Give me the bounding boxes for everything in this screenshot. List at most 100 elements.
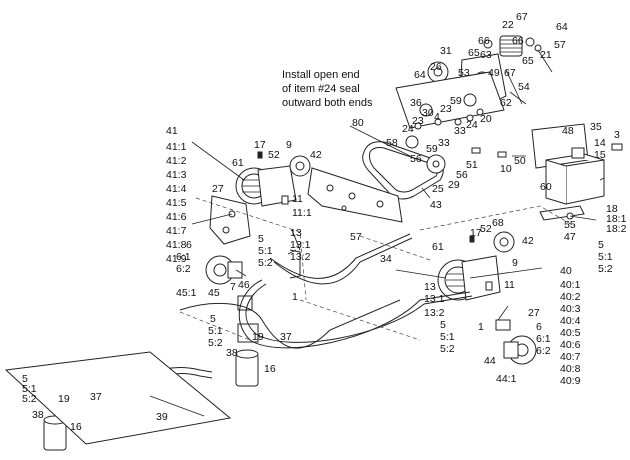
callout: 10 <box>500 163 512 175</box>
callout: 5:2 <box>208 337 223 349</box>
callout: 17 <box>254 139 266 151</box>
callout: 18 <box>606 203 618 215</box>
callout: 58 <box>386 137 398 149</box>
callout: 37 <box>90 391 102 403</box>
callout: 43 <box>430 199 442 211</box>
drive-belt <box>362 135 446 200</box>
callout: 13:2 <box>290 251 311 263</box>
callout: 1 <box>292 291 298 303</box>
callout: 13:1 <box>290 239 311 251</box>
leader-lines <box>149 49 605 417</box>
callout: 1 <box>478 321 484 333</box>
callout: 46 <box>238 279 250 291</box>
callout: 50 <box>514 155 526 167</box>
callout: 18:2 <box>606 223 627 235</box>
callout: 68 <box>492 217 504 229</box>
callout: 5:1 <box>440 331 455 343</box>
callout: 24 <box>466 119 478 131</box>
callout: 21 <box>540 49 552 61</box>
callout: 61 <box>432 241 444 253</box>
callout: 36 <box>410 97 422 109</box>
callout: 6:2 <box>176 263 191 275</box>
callout: 41:4 <box>166 183 187 195</box>
hydraulic-pump-right <box>495 319 537 365</box>
battery-assembly <box>531 123 623 221</box>
callout: 3 <box>614 129 620 141</box>
callout: 57 <box>554 39 566 51</box>
callout: 5 <box>440 319 446 331</box>
callout: 17 <box>470 227 482 239</box>
callout: 67 <box>516 11 528 23</box>
callout: 40:6 <box>560 339 581 351</box>
mount-bracket <box>307 167 403 223</box>
callout: 52 <box>480 223 492 235</box>
callout: 33 <box>454 125 466 137</box>
callout: 5 <box>210 313 216 325</box>
callout: 44:1 <box>496 373 517 385</box>
callout: 41:1 <box>166 141 187 153</box>
callout: 29 <box>448 179 460 191</box>
callout: 9 <box>512 257 518 269</box>
callout: 66 <box>478 35 490 47</box>
callout: 40:9 <box>560 375 581 387</box>
callout: 51 <box>466 159 478 171</box>
callout: 55 <box>564 219 576 231</box>
callout: 33 <box>438 137 450 149</box>
callout: 60 <box>540 181 552 193</box>
install-note: Install open end of item #24 seal outwar… <box>282 69 373 109</box>
callout: 64 <box>556 21 568 33</box>
callout: 30 <box>422 107 434 119</box>
callout: 5:1 <box>258 245 273 257</box>
callout: 11:1 <box>292 207 312 219</box>
callout: 45 <box>208 287 220 299</box>
callout: 41:7 <box>166 225 187 237</box>
callout: 49 <box>488 67 500 79</box>
callout: 38 <box>32 409 44 421</box>
callout: 23 <box>440 103 452 115</box>
callout: 64 <box>414 69 426 81</box>
compressor-left <box>209 151 311 245</box>
callout: 40:3 <box>560 303 581 315</box>
callout: 25 <box>432 183 444 195</box>
callout: 42 <box>522 235 534 247</box>
callout: 41:5 <box>166 197 187 209</box>
note-line-3: outward both ends <box>282 97 373 109</box>
callout: 20 <box>480 113 492 125</box>
callout: 40:8 <box>560 363 581 375</box>
inset-box <box>4 351 232 445</box>
callout: 19 <box>58 393 70 405</box>
compressor-right <box>437 231 515 301</box>
callout: 13 <box>424 281 436 293</box>
callout: 56 <box>456 169 468 181</box>
callout: 37 <box>280 331 292 343</box>
callout: 52 <box>268 149 280 161</box>
callout: 26 <box>430 61 442 73</box>
callout: 6 <box>536 321 542 333</box>
callout: 54 <box>518 81 530 93</box>
callout: 40:5 <box>560 327 581 339</box>
callout: 31 <box>440 45 452 57</box>
callout: 6 <box>186 239 192 251</box>
callout: 6:1 <box>176 251 191 263</box>
frame-outline <box>179 197 575 341</box>
callout: 65 <box>468 47 480 59</box>
callout: 19 <box>252 331 264 343</box>
callout: 4 <box>434 111 440 123</box>
callout: 42 <box>310 149 322 161</box>
note-line-1: Install open end <box>282 69 360 81</box>
callout: 13:2 <box>424 307 445 319</box>
callout: 24 <box>402 123 414 135</box>
callout: 6:1 <box>536 333 551 345</box>
callout: 40:1 <box>560 279 581 291</box>
callout: 56 <box>410 153 422 165</box>
callout: 41:9 <box>166 253 187 265</box>
callout: 11 <box>504 279 515 291</box>
callout: 16 <box>264 363 276 375</box>
callout: 41:2 <box>166 155 187 167</box>
callout: 5 <box>598 239 604 251</box>
tensioner-assembly <box>395 35 542 158</box>
callout: 40 <box>560 265 572 277</box>
callout: 38 <box>226 347 238 359</box>
